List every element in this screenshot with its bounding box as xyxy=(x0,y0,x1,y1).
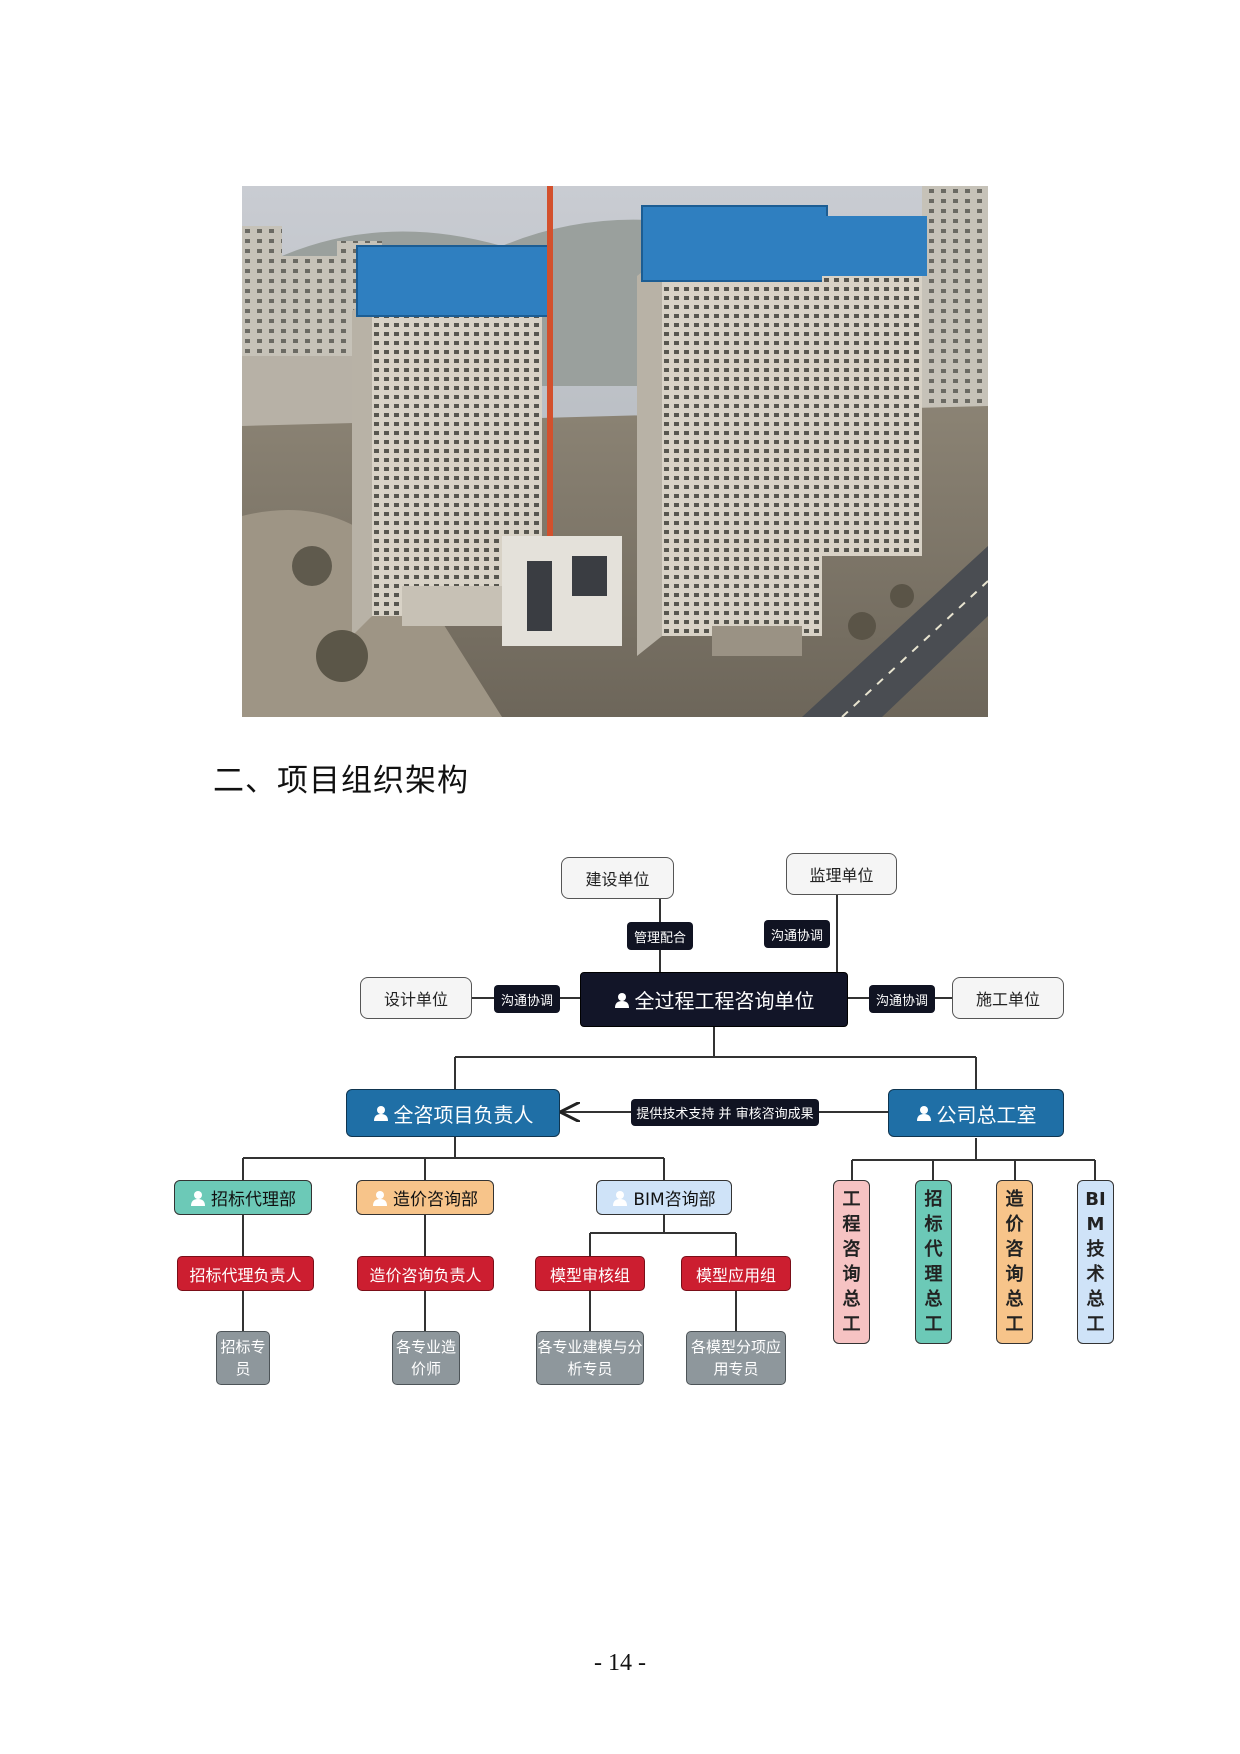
user-icon xyxy=(916,1106,931,1121)
leaf-bidding: 招标专员 xyxy=(216,1331,270,1385)
user-icon xyxy=(373,1106,388,1121)
chief-engineering: 工程咨询总工 xyxy=(833,1180,870,1344)
project-lead-box: 全咨项目负责人 xyxy=(346,1089,560,1137)
leaf-cost: 各专业造价师 xyxy=(392,1331,460,1385)
tag-comm-right: 沟通协调 xyxy=(869,985,935,1013)
construction-photo xyxy=(242,186,988,717)
head-bidding: 招标代理负责人 xyxy=(177,1256,314,1291)
user-icon xyxy=(613,1190,628,1206)
designer-box: 设计单位 xyxy=(360,977,472,1019)
dept-cost: 造价咨询部 xyxy=(356,1180,494,1215)
chief-bim: BIM技术总工 xyxy=(1077,1180,1114,1344)
group-model-apply: 模型应用组 xyxy=(681,1256,791,1291)
tag-management: 管理配合 xyxy=(627,922,693,950)
user-icon xyxy=(614,992,629,1008)
chief-office-label: 公司总工室 xyxy=(936,1102,1037,1127)
main-consulting-label: 全过程工程咨询单位 xyxy=(634,989,815,1013)
group-model-review: 模型审核组 xyxy=(535,1256,645,1291)
leaf-model-apply: 各模型分项应用专员 xyxy=(686,1331,786,1385)
leaf-model-analysis: 各专业建模与分析专员 xyxy=(536,1331,644,1385)
main-consulting-unit: 全过程工程咨询单位 xyxy=(580,972,848,1027)
chief-cost: 造价咨询总工 xyxy=(996,1180,1033,1344)
head-cost: 造价咨询负责人 xyxy=(357,1256,494,1291)
chief-bidding: 招标代理总工 xyxy=(915,1180,952,1344)
dept-bidding-label: 招标代理部 xyxy=(211,1190,296,1210)
contractor-box: 施工单位 xyxy=(952,977,1064,1019)
user-icon xyxy=(373,1190,387,1206)
construction-photo-image xyxy=(242,186,988,717)
project-lead-label: 全咨项目负责人 xyxy=(393,1102,534,1127)
dept-bidding: 招标代理部 xyxy=(174,1180,312,1215)
dept-cost-label: 造价咨询部 xyxy=(393,1190,478,1210)
tag-comm-left: 沟通协调 xyxy=(494,985,560,1013)
supervisor-box: 监理单位 xyxy=(786,853,897,895)
dept-bim-label: BIM咨询部 xyxy=(633,1190,716,1210)
chief-office-box: 公司总工室 xyxy=(888,1089,1064,1137)
client-box: 建设单位 xyxy=(561,857,674,899)
user-icon xyxy=(191,1190,205,1206)
page-number: - 14 - xyxy=(594,1650,646,1676)
tag-comm-top: 沟通协调 xyxy=(764,920,830,948)
section-title: 二、项目组织架构 xyxy=(213,763,469,799)
dept-bim: BIM咨询部 xyxy=(596,1180,732,1215)
support-tag: 提供技术支持 并 审核咨询成果 xyxy=(631,1099,819,1126)
